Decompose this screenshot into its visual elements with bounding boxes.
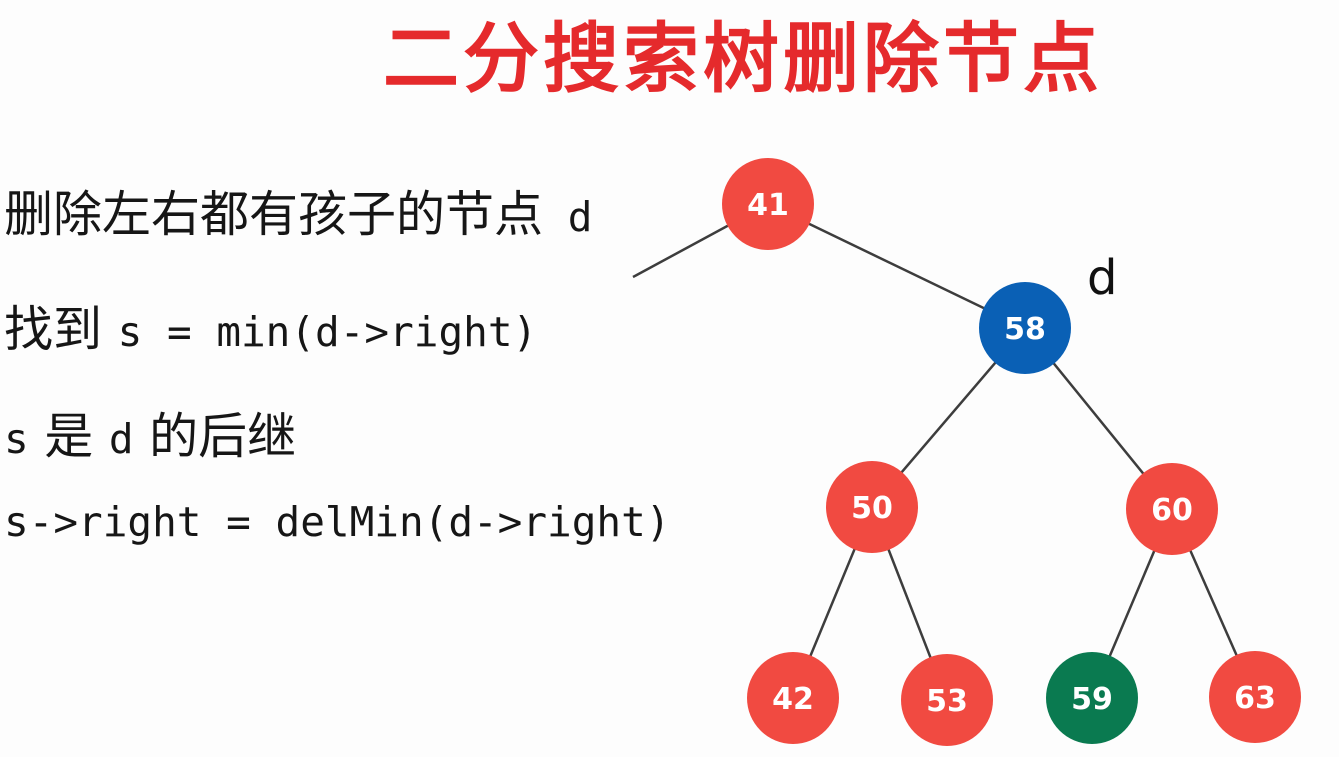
node-d-annotation: d xyxy=(1087,250,1117,306)
tree-node-59: 59 xyxy=(1046,652,1138,744)
tree-node-60: 60 xyxy=(1126,463,1218,555)
tree-node-63: 63 xyxy=(1209,651,1301,743)
node-circle-red xyxy=(826,461,918,553)
note-line-1: 找到 s = min(d->right) xyxy=(4,300,537,371)
note-line-0: 删除左右都有孩子的节点 d xyxy=(4,185,592,256)
node-value: 59 xyxy=(1071,682,1113,717)
node-circle-red xyxy=(901,654,993,746)
tree-node-41: 41 xyxy=(722,158,814,250)
node-circle-red xyxy=(1209,651,1301,743)
notes-block: 删除左右都有孩子的节点 d 找到 s = min(d->right) s 是 d 的… xyxy=(4,0,704,757)
node-value: 53 xyxy=(926,684,968,719)
note-segment: 删除左右都有孩子的节点 xyxy=(4,186,544,243)
note-line-3: s->right = delMin(d->right) xyxy=(4,492,670,561)
node-circle-red xyxy=(722,158,814,250)
node-value: 42 xyxy=(772,682,814,717)
note-line-2: s 是 d 的后继 xyxy=(4,407,296,478)
note-segment: 的后继 xyxy=(133,408,297,465)
note-segment: s = min(d->right) xyxy=(117,308,538,356)
tree-node-58: 58 xyxy=(979,282,1071,374)
node-circle-green xyxy=(1046,652,1138,744)
node-circle-blue xyxy=(979,282,1071,374)
tree-node-42: 42 xyxy=(747,652,839,744)
node-value: 58 xyxy=(1004,312,1046,347)
node-circle-red xyxy=(1126,463,1218,555)
node-value: 50 xyxy=(851,491,893,526)
note-segment: d xyxy=(108,415,134,463)
tree-node-50: 50 xyxy=(826,461,918,553)
note-segment: 是 xyxy=(28,408,109,465)
note-segment: d xyxy=(543,193,593,241)
note-segment: s xyxy=(4,415,29,463)
node-circle-red xyxy=(747,652,839,744)
tree-edges xyxy=(632,202,1257,701)
node-value: 63 xyxy=(1234,681,1276,716)
note-segment: s->right = delMin(d->right) xyxy=(4,498,671,546)
note-segment: 找到 xyxy=(4,301,118,358)
slide-title: 二分搜索树删除节点 xyxy=(383,14,1103,103)
node-value: 60 xyxy=(1151,493,1193,528)
tree-nodes: 41 58 50 60 42 53 59 63 xyxy=(722,158,1301,746)
edge-41-58 xyxy=(767,202,1026,330)
node-value: 41 xyxy=(747,188,789,223)
tree-node-53: 53 xyxy=(901,654,993,746)
